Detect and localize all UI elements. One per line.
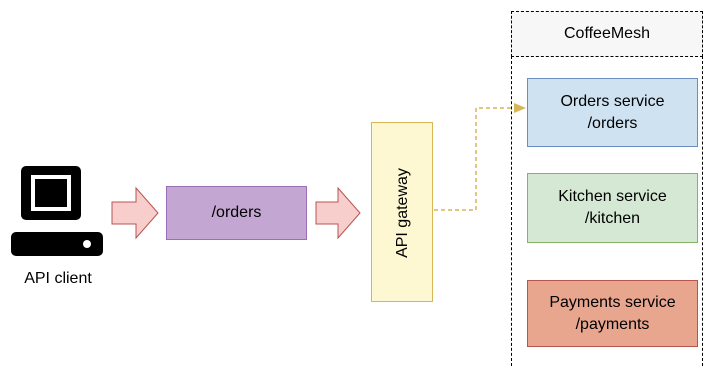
api-gateway-label: API gateway bbox=[394, 168, 412, 258]
computer-icon bbox=[11, 166, 103, 256]
coffeemesh-title: CoffeeMesh bbox=[564, 25, 650, 43]
dashed-connector-gateway-to-orders-service bbox=[434, 107, 514, 211]
block-arrow-client-to-orders bbox=[111, 186, 159, 240]
kitchen-service-name: Kitchen service bbox=[558, 188, 667, 206]
orders-endpoint-label: /orders bbox=[211, 204, 262, 222]
payments-service-box: Payments service /payments bbox=[527, 280, 698, 347]
block-arrow-orders-to-gateway bbox=[315, 186, 361, 240]
payments-service-path: /payments bbox=[575, 315, 650, 333]
api-gateway-box: API gateway bbox=[371, 122, 433, 302]
payments-service-name: Payments service bbox=[549, 293, 676, 311]
api-client: API client bbox=[8, 164, 108, 288]
connector-arrowhead bbox=[514, 103, 526, 113]
orders-service-name: Orders service bbox=[560, 92, 665, 110]
api-client-label: API client bbox=[24, 270, 92, 287]
kitchen-service-path: /kitchen bbox=[584, 210, 641, 227]
orders-service-path: /orders bbox=[587, 114, 638, 132]
coffeemesh-title-box: CoffeeMesh bbox=[511, 11, 703, 57]
orders-service-box: Orders service /orders bbox=[527, 78, 698, 147]
orders-endpoint-box: /orders bbox=[166, 186, 307, 240]
kitchen-service-box: Kitchen service /kitchen bbox=[527, 173, 698, 243]
